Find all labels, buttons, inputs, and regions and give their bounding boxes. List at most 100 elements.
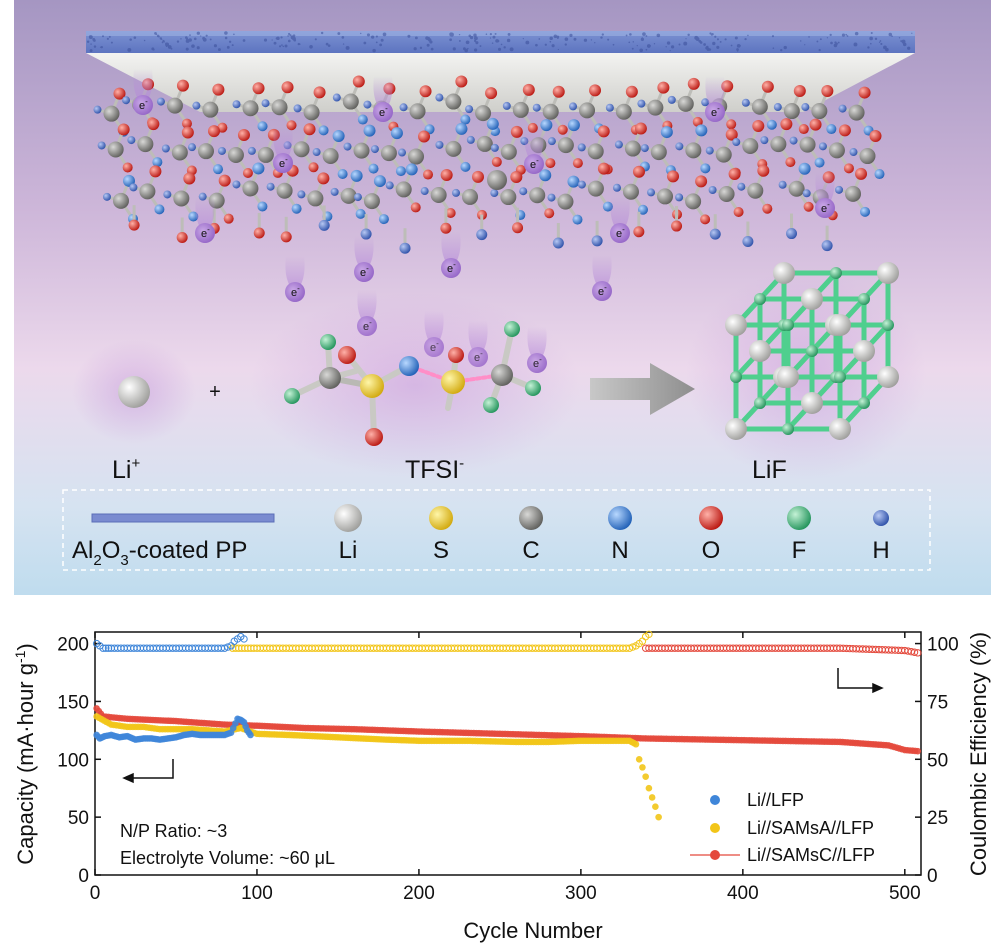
legend-marker: [710, 823, 720, 833]
electron: e-: [610, 197, 630, 243]
legend-label: Li//LFP: [747, 790, 804, 810]
y-tick-label: 100: [57, 750, 89, 771]
tfsi-label: TFSI-: [405, 455, 464, 484]
electron: e-: [273, 127, 293, 173]
efficiency-point: [99, 644, 107, 652]
annotation-electrolyte-volume: Electrolyte Volume: ~60 μL: [120, 848, 335, 868]
capacity-point: [648, 794, 656, 801]
electron-label: e-: [530, 156, 539, 171]
capacity-point: [642, 773, 649, 780]
legend-atom-swatch: [429, 506, 453, 530]
legend-label: Li//SAMsC//LFP: [747, 845, 875, 865]
li-ion-atom: [118, 376, 150, 408]
capacity-point: [914, 747, 922, 755]
schematic-panel: e-e-e-e-e-e-e-e-e-e-e-e-e-e-e-e- +: [14, 0, 991, 595]
y-tick-label: 50: [68, 808, 89, 829]
legend-atom-label: C: [522, 537, 539, 564]
electron: e-: [815, 172, 835, 218]
electron-label: e-: [201, 225, 210, 240]
x-tick-label: 300: [565, 883, 597, 904]
electron: e-: [592, 255, 612, 301]
li-ion-label: Li+: [112, 455, 140, 484]
efficiency-point: [910, 648, 919, 656]
tfsi-molecule: [250, 293, 580, 477]
x-tick-label: 500: [889, 883, 921, 904]
efficiency-point: [914, 649, 922, 657]
efficiency-point: [240, 635, 248, 643]
li-ion: [72, 340, 196, 444]
series-0: [92, 632, 254, 743]
electron-label: e-: [598, 283, 607, 298]
capacity-point: [655, 813, 662, 821]
lif-crystal: [686, 262, 926, 480]
electron: e-: [133, 69, 153, 115]
right-axis-indicator-arrow: [837, 668, 884, 694]
separator-plate: [86, 31, 915, 112]
lif-label: LiF: [752, 456, 787, 484]
electron-label: e-: [360, 264, 369, 279]
legend-atom-swatch: [699, 506, 723, 530]
y2-tick-label: 25: [927, 808, 948, 829]
capacity-point: [635, 755, 643, 763]
efficiency-point: [645, 630, 653, 639]
legend-atom-li: Li: [334, 504, 362, 564]
series-1: [93, 630, 662, 821]
legend-marker: [710, 850, 720, 860]
electron: e-: [354, 236, 374, 282]
legend-entry: Li//SAMsC//LFP: [690, 845, 875, 865]
legend-label: Li//SAMsA//LFP: [747, 818, 874, 838]
electron-label: e-: [821, 200, 830, 215]
electron-label: e-: [616, 225, 625, 240]
y-tick-label: 0: [78, 866, 89, 887]
y2-tick-label: 0: [927, 866, 938, 887]
x-axis-title: Cycle Number: [463, 918, 602, 943]
x-tick-label: 200: [403, 883, 435, 904]
left-axis-indicator-arrow: [122, 759, 174, 784]
capacity-point: [639, 764, 646, 771]
electron: e-: [373, 76, 393, 122]
y2-tick-label: 50: [927, 750, 948, 771]
legend-separator-swatch: [91, 513, 275, 523]
annotation-np-ratio: N/P Ratio: ~3: [120, 821, 227, 841]
legend-atom-n: N: [608, 506, 632, 564]
legend-atom-c: C: [519, 506, 543, 564]
legend-atom-label: O: [702, 537, 721, 564]
electron: e-: [705, 76, 725, 122]
legend-atom-s: S: [429, 506, 453, 564]
legend-entry: Li//LFP: [710, 790, 804, 810]
electron-label: e-: [291, 284, 300, 299]
electron-label: e-: [139, 97, 148, 112]
legend-atom-f: F: [787, 506, 811, 564]
chart-series: [92, 630, 922, 821]
capacity-point: [247, 731, 254, 739]
plot-area: [94, 631, 922, 876]
chart-legend: Li//LFP Li//SAMsA//LFP Li//SAMsC//LFP: [690, 790, 875, 865]
legend-atom-swatch: [787, 506, 811, 530]
legend-atom-swatch: [334, 504, 362, 532]
y2-axis-title: Coulombic Efficiency (%): [966, 632, 991, 876]
efficiency-point: [224, 643, 232, 651]
y2-tick-label: 75: [927, 692, 948, 713]
electron-label: e-: [379, 104, 388, 119]
legend-atom-swatch: [873, 510, 889, 526]
efficiency-point: [220, 644, 229, 652]
electron: e-: [285, 256, 305, 302]
electron-label: e-: [711, 104, 720, 119]
efficiency-point: [625, 644, 634, 652]
x-tick-label: 0: [90, 883, 101, 904]
legend-atom-label: Li: [339, 537, 358, 564]
legend-atom-label: S: [433, 537, 449, 564]
efficiency-point: [629, 643, 637, 651]
x-tick-label: 100: [241, 883, 273, 904]
legend-atom-swatch: [519, 506, 543, 530]
x-tick-label: 400: [727, 883, 759, 904]
efficiency-point: [102, 644, 110, 652]
y-tick-label: 150: [57, 692, 89, 713]
y-tick-label: 200: [57, 635, 89, 656]
capacity-point: [632, 740, 640, 748]
legend-marker: [710, 795, 720, 805]
legend-entry: Li//SAMsA//LFP: [710, 818, 874, 838]
electron-label: e-: [279, 155, 288, 170]
